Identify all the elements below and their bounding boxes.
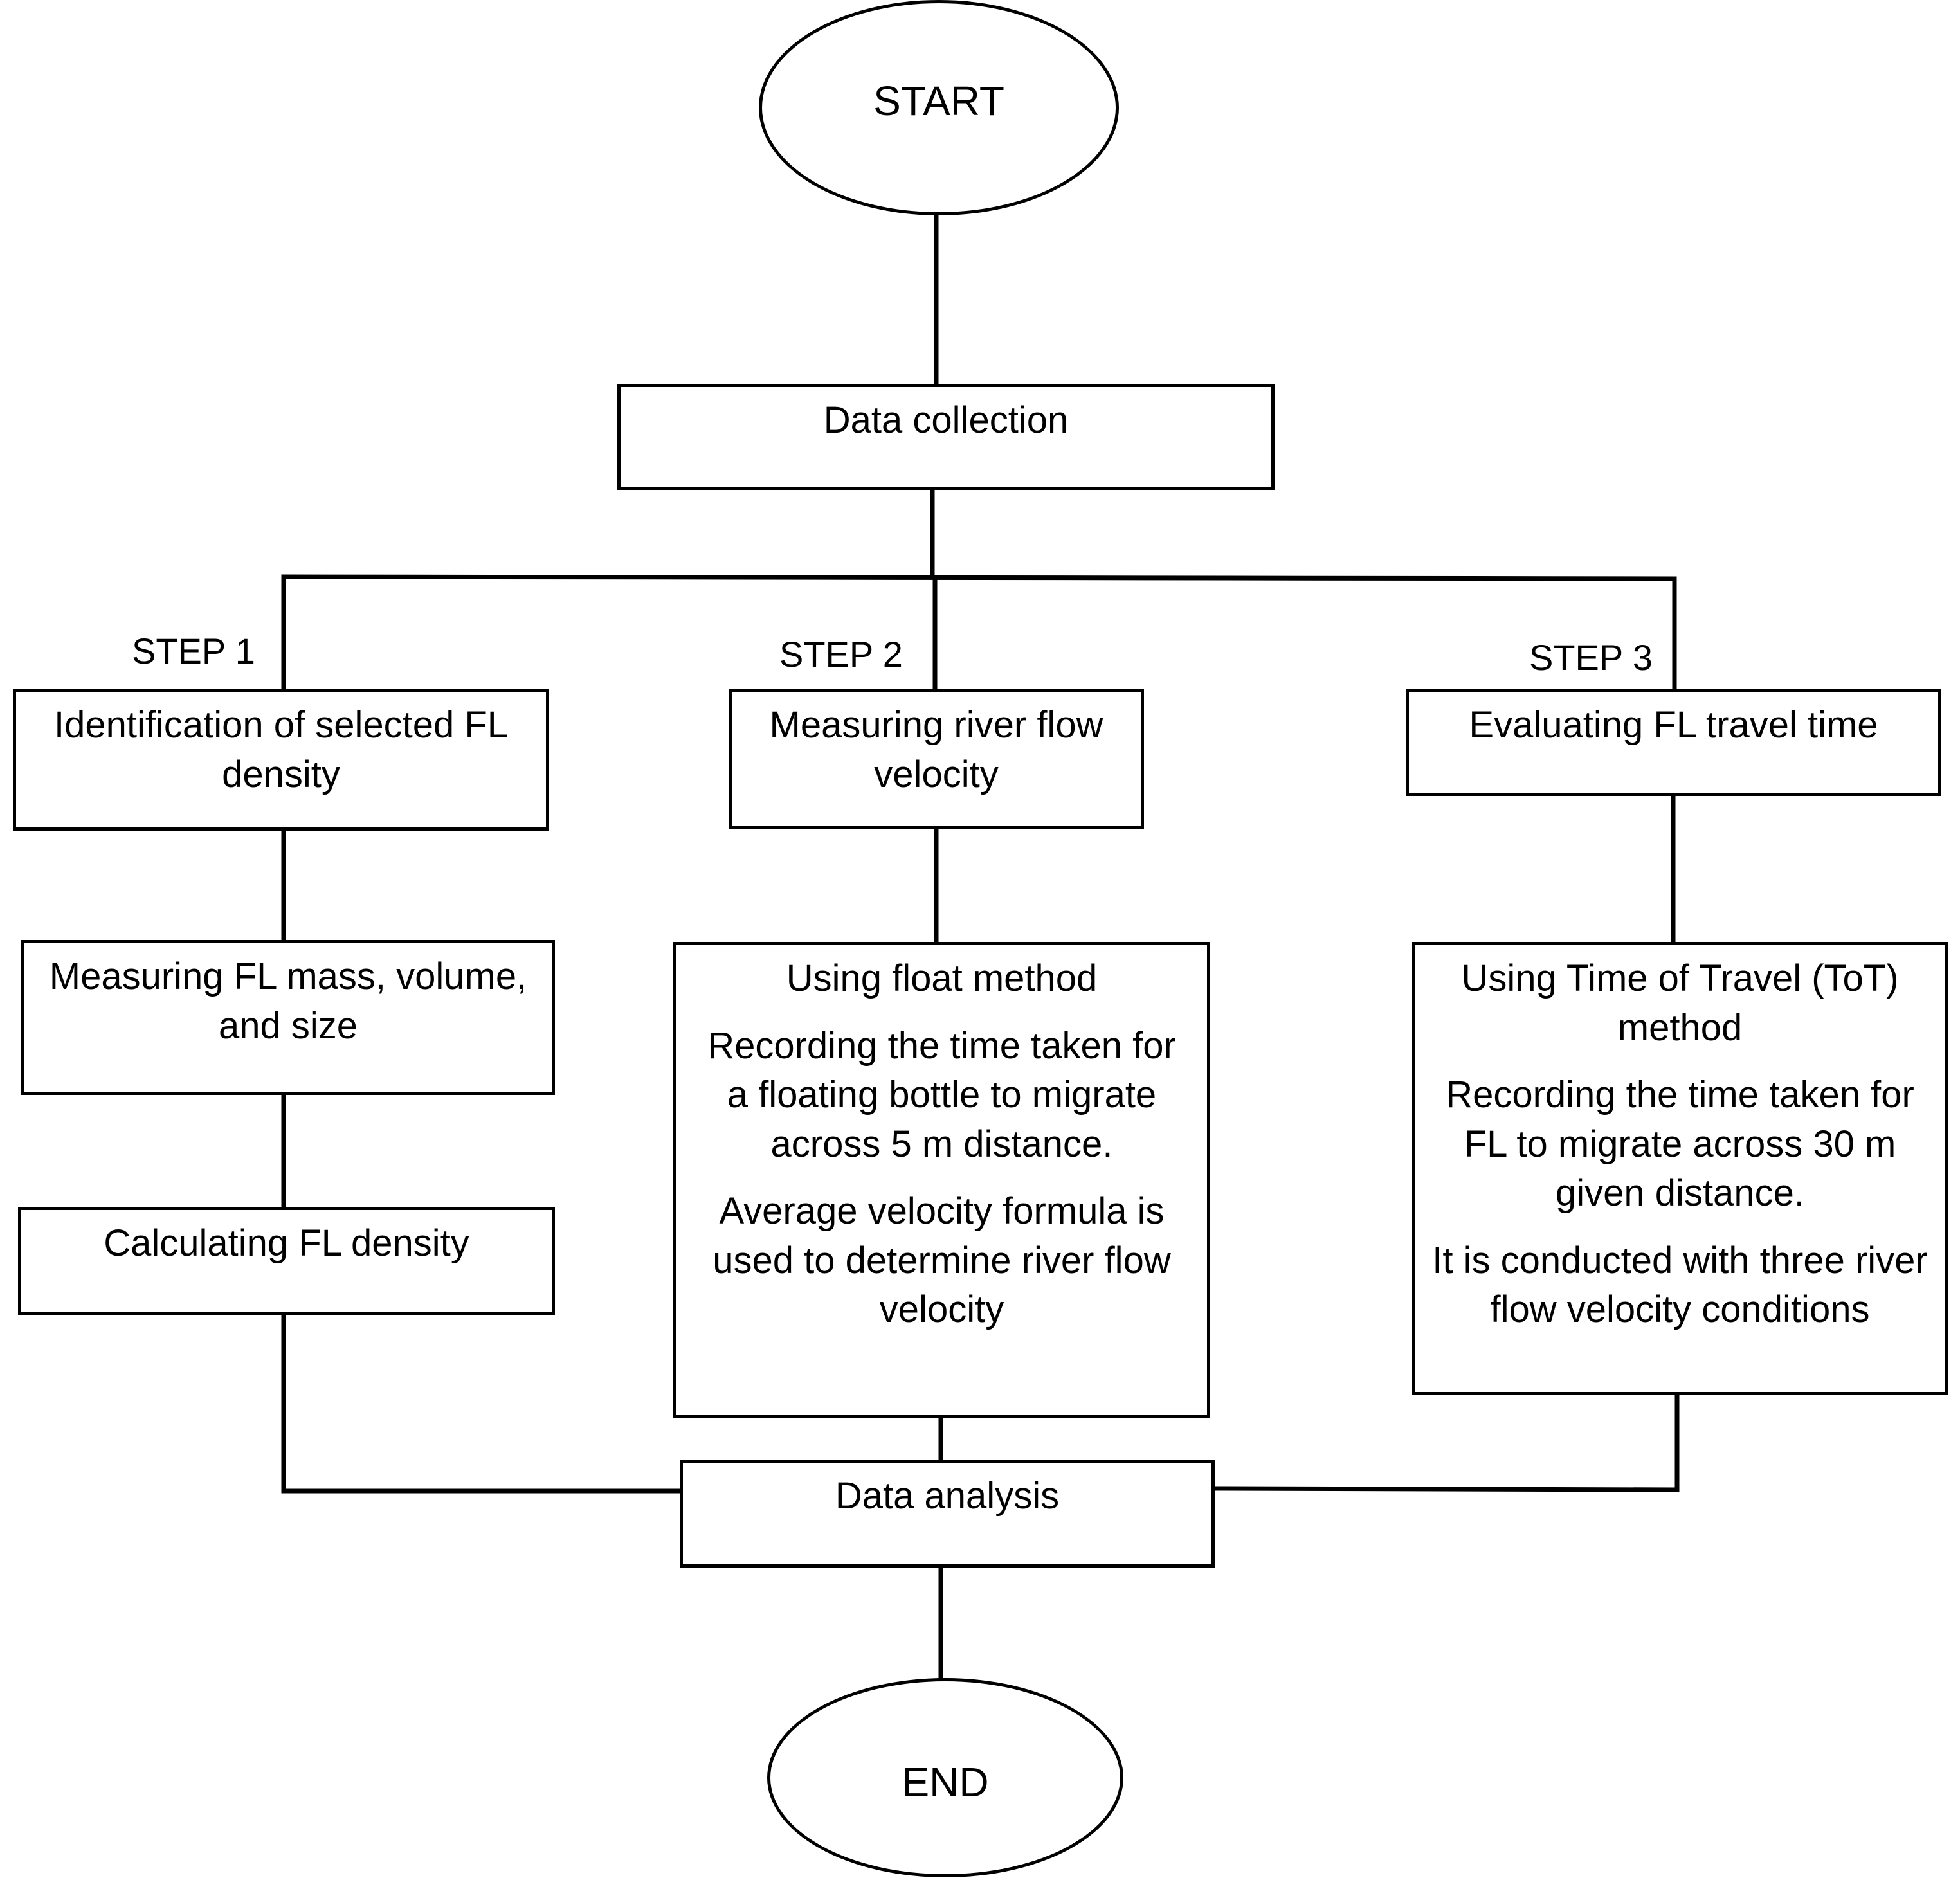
- data-analysis-box: Data analysis: [680, 1460, 1215, 1568]
- step3-tot-method-box: Using Time of Travel (ToT) method Record…: [1412, 942, 1948, 1395]
- step3-evaluating-box: Evaluating FL travel time: [1406, 689, 1941, 796]
- step1-identification-box: Identification of selected FL density: [13, 689, 549, 831]
- step2-box2-line3: Average velocity formula is used to dete…: [712, 1190, 1171, 1331]
- step2-measuring-box: Measuring river flow velocity: [729, 689, 1144, 829]
- step3-label: STEP 3: [1529, 637, 1653, 678]
- step1-measuring-box: Measuring FL mass, volume, and size: [21, 940, 555, 1095]
- connector-s1-to-analysis: [281, 1312, 682, 1494]
- end-label: END: [902, 1759, 989, 1805]
- data-collection-box: Data collection: [617, 384, 1275, 490]
- data-collection-label: Data collection: [823, 399, 1069, 441]
- step2-float-method-box: Using float method Recording the time ta…: [673, 942, 1210, 1418]
- step3-box2-line2: Recording the time taken for FL to migra…: [1446, 1074, 1914, 1215]
- step3-box1-text: Evaluating FL travel time: [1469, 704, 1878, 746]
- start-label: START: [873, 78, 1004, 124]
- step2-box1-text: Measuring river flow velocity: [769, 704, 1103, 795]
- step1-box2-text: Measuring FL mass, volume, and size: [49, 955, 527, 1047]
- step2-box2-line1: Using float method: [786, 957, 1098, 999]
- connector-branch: [281, 574, 1677, 693]
- step1-calculating-box: Calculating FL density: [18, 1207, 555, 1315]
- end-terminal: END: [767, 1678, 1123, 1877]
- step1-box1-text: Identification of selected FL density: [53, 704, 509, 795]
- step2-label: STEP 2: [779, 634, 903, 674]
- step2-box2-line2: Recording the time taken for a floating …: [707, 1024, 1176, 1165]
- data-analysis-label: Data analysis: [835, 1475, 1060, 1517]
- step1-box3-text: Calculating FL density: [104, 1222, 469, 1264]
- step1-label: STEP 1: [132, 631, 255, 671]
- step3-box2-line3: It is conducted with three river flow ve…: [1432, 1239, 1928, 1331]
- start-terminal: START: [759, 0, 1119, 215]
- step3-box2-line1: Using Time of Travel (ToT) method: [1461, 957, 1899, 1049]
- connector-s3-to-analysis: [1211, 1391, 1680, 1492]
